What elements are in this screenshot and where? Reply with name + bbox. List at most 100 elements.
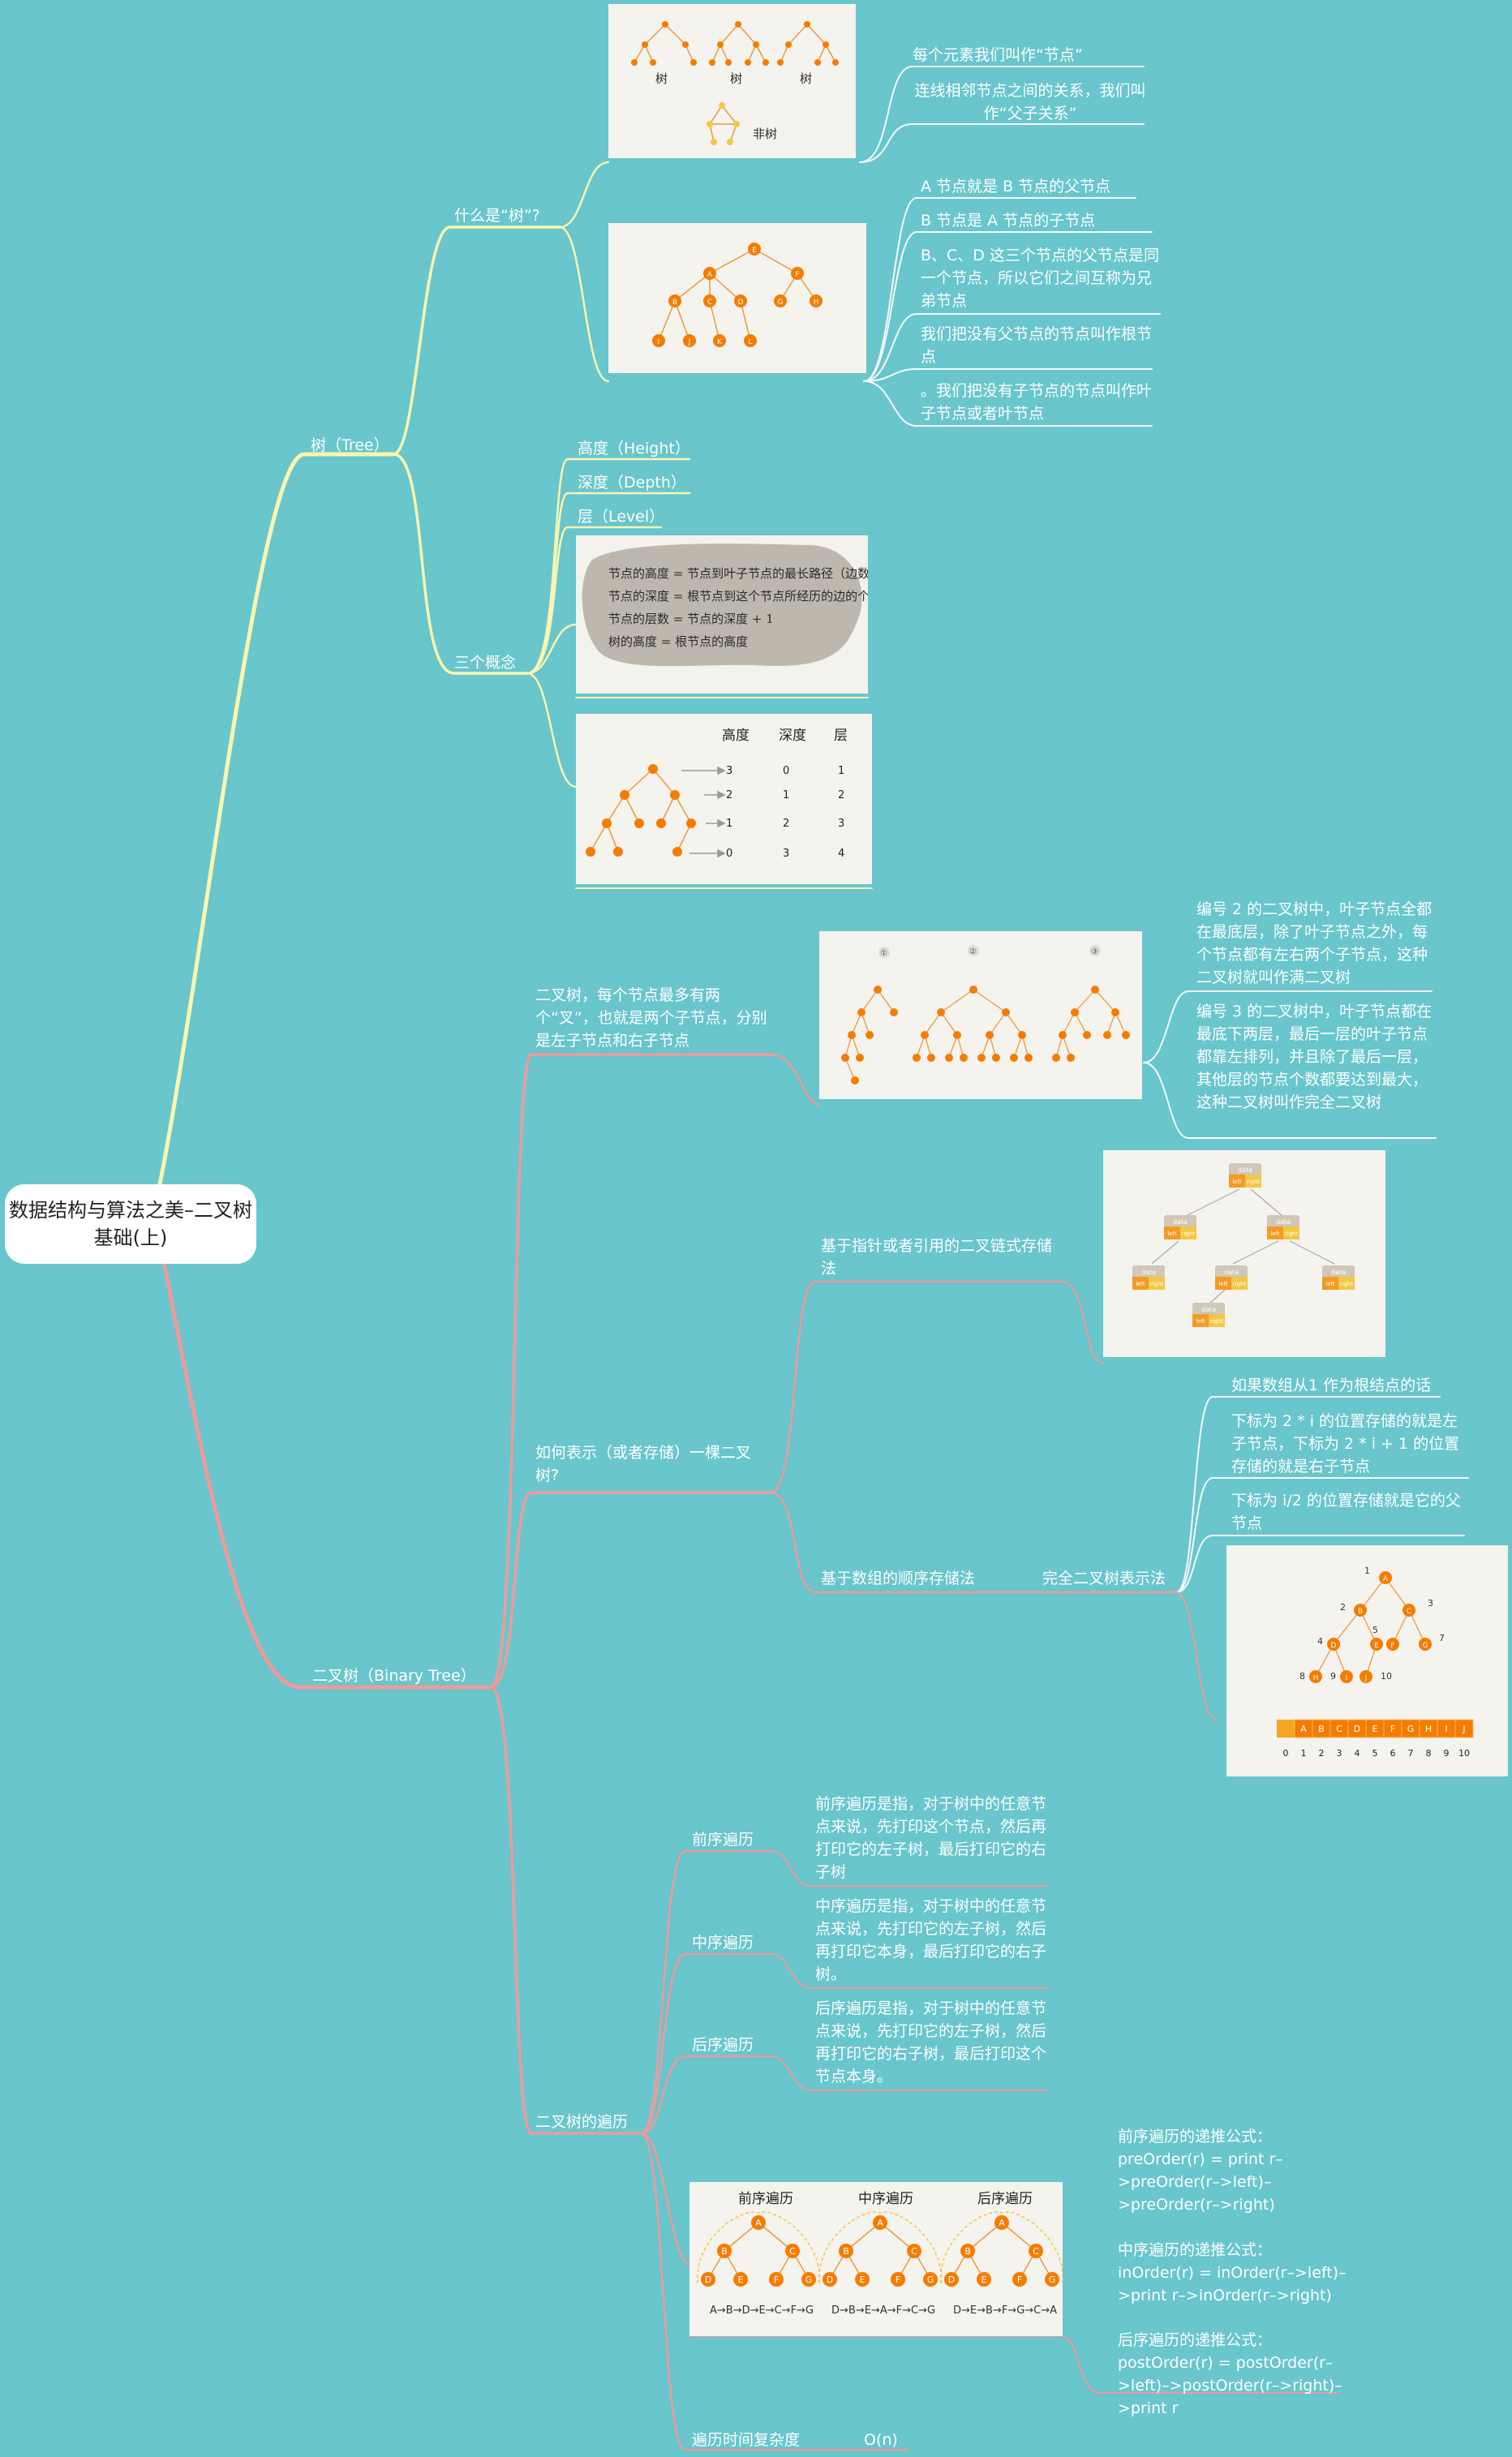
- note-array-parent[interactable]: 下标为 i/2 的位置存储就是它的父节点: [1231, 1492, 1461, 1532]
- node-what-is-tree[interactable]: 什么是“树”?: [454, 207, 540, 225]
- array-index-label: 8: [1426, 1748, 1432, 1759]
- formula-inorder[interactable]: 中序遍历的递推公式： inOrder(r) = inOrder(r–>left)…: [1118, 2241, 1347, 2305]
- traversal-node-G: G: [801, 2272, 816, 2287]
- root-topic[interactable]: 数据结构与算法之美–二叉树基础(上): [5, 1184, 256, 1264]
- svg-text:left: left: [1270, 1231, 1280, 1237]
- complexity-value[interactable]: O(n): [864, 2431, 898, 2449]
- svg-text:H: H: [1313, 1674, 1319, 1682]
- table-cell: 2: [783, 818, 789, 830]
- branch-root-tree: [156, 452, 396, 1195]
- node-tree[interactable]: 树（Tree）: [311, 436, 389, 454]
- table-cell: 3: [783, 848, 789, 860]
- array-index-label: 0: [1283, 1748, 1289, 1759]
- svg-text:F: F: [795, 271, 799, 279]
- node-complete-tree-representation[interactable]: 完全二叉树表示法: [1042, 1570, 1166, 1587]
- array-tree-node-H: H: [1309, 1670, 1322, 1683]
- note-array-root-one[interactable]: 如果数组从1 作为根结点的话: [1231, 1377, 1432, 1394]
- table-cell: 3: [726, 765, 732, 777]
- node-linked-storage[interactable]: 基于指针或者引用的二叉链式存储法: [821, 1237, 1053, 1278]
- svg-text:B: B: [964, 2246, 971, 2257]
- svg-text:left: left: [1325, 1281, 1335, 1287]
- svg-text:B: B: [843, 2246, 849, 2257]
- svg-text:D: D: [705, 2274, 711, 2285]
- table-cell: 2: [838, 789, 844, 801]
- root-title: 数据结构与算法之美–二叉树基础(上): [9, 1199, 252, 1249]
- node-inorder[interactable]: 中序遍历: [692, 1934, 754, 1952]
- desc-preorder[interactable]: 前序遍历是指，对于树中的任意节点来说，先打印这个节点，然后再打印它的左子树，最后…: [815, 1795, 1047, 1881]
- concept-level[interactable]: 层（Level）: [578, 508, 665, 526]
- formula-postorder[interactable]: 后序遍历的递推公式： postOrder(r) = postOrder(r–>l…: [1118, 2331, 1342, 2417]
- node-binary-definition[interactable]: 二叉树，每个节点最多有两个“叉”，也就是两个子节点，分别是左子节点和右子节点: [535, 986, 767, 1050]
- note-array-children[interactable]: 下标为 2 * i 的位置存储的就是左子节点，下标为 2 * i + 1 的位置…: [1231, 1412, 1460, 1475]
- svg-text:F: F: [1390, 1642, 1394, 1650]
- array-index-label: 6: [1390, 1748, 1396, 1759]
- node-binary-tree[interactable]: 二叉树（Binary Tree）: [312, 1667, 476, 1685]
- svg-text:G: G: [1407, 1724, 1415, 1734]
- node-traversal[interactable]: 二叉树的遍历: [535, 2113, 629, 2131]
- array-index-label: 3: [1337, 1748, 1342, 1759]
- traversal-node-C: C: [1029, 2244, 1043, 2258]
- svg-text:right: right: [1285, 1231, 1299, 1237]
- array-tree-node-D: D: [1327, 1638, 1340, 1651]
- svg-text:right: right: [1247, 1179, 1261, 1185]
- note-root[interactable]: 我们把没有父节点的节点叫作根节点: [921, 325, 1153, 366]
- svg-text:data: data: [1276, 1218, 1291, 1226]
- tree-node-A: A: [703, 267, 716, 280]
- svg-text:C: C: [1336, 1724, 1342, 1734]
- traversal-node-D: D: [701, 2272, 715, 2287]
- node-array-storage[interactable]: 基于数组的顺序存储法: [821, 1570, 976, 1587]
- svg-text:C: C: [1033, 2246, 1039, 2257]
- svg-text:I: I: [1346, 1674, 1348, 1682]
- svg-text:D: D: [1354, 1724, 1360, 1734]
- desc-inorder[interactable]: 中序遍历是指，对于树中的任意节点来说，先打印它的左子树，然后再打印它本身，最后打…: [815, 1897, 1047, 1983]
- svg-text:data: data: [1173, 1218, 1188, 1226]
- formula-preorder[interactable]: 前序遍历的递推公式： preOrder(r) = print r–>preOrd…: [1118, 2128, 1283, 2214]
- traversal-node-A: A: [751, 2215, 766, 2230]
- svg-text:C: C: [707, 299, 712, 307]
- array-tree-index: 8: [1299, 1671, 1305, 1682]
- node-traversal-complexity[interactable]: 遍历时间复杂度: [692, 2431, 801, 2449]
- note-complete-binary-tree[interactable]: 编号 3 的二叉树中，叶子节点都在最底下两层，最后一层的叶子节点都靠左排列，并且…: [1196, 1003, 1433, 1111]
- table-cell: 1: [783, 789, 789, 801]
- svg-text:E: E: [752, 247, 757, 255]
- tree-node-J: J: [683, 334, 696, 347]
- traversal-node-A: A: [873, 2215, 887, 2230]
- svg-text:G: G: [1049, 2274, 1056, 2285]
- traversal-node-B: B: [717, 2244, 732, 2258]
- note-parent[interactable]: A 节点就是 B 节点的父节点: [921, 178, 1111, 195]
- node-postorder[interactable]: 后序遍历: [692, 2036, 754, 2054]
- leaf-element-node[interactable]: 每个元素我们叫作“节点”: [913, 46, 1083, 64]
- array-tree-node-A: A: [1379, 1571, 1392, 1584]
- node-storage[interactable]: 如何表示（或者存储）一棵二叉树?: [535, 1444, 752, 1484]
- traversal-fig-title-in: 中序遍历: [858, 2191, 913, 2207]
- caption-non-tree: 非树: [753, 127, 777, 141]
- desc-postorder[interactable]: 后序遍历是指，对于树中的任意节点来说，先打印它的左子树，然后再打印它的右子树，最…: [815, 2000, 1047, 2085]
- traversal-node-F: F: [769, 2272, 784, 2287]
- node-preorder[interactable]: 前序遍历: [692, 1831, 754, 1849]
- concept-height[interactable]: 高度（Height）: [578, 440, 690, 457]
- tree-node-H: H: [810, 294, 823, 307]
- svg-text:left: left: [1196, 1318, 1205, 1325]
- array-tree-node-J: J: [1360, 1670, 1372, 1683]
- fig-number-1: ①: [880, 949, 887, 958]
- svg-text:A: A: [755, 2218, 762, 2228]
- svg-text:G: G: [927, 2274, 934, 2285]
- note-full-binary-tree[interactable]: 编号 2 的二叉树中，叶子节点全都在最底层，除了叶子节点之外，每个节点都有左右两…: [1196, 900, 1433, 986]
- note-child[interactable]: B 节点是 A 节点的子节点: [921, 212, 1096, 230]
- svg-text:right: right: [1210, 1318, 1224, 1325]
- array-index-label: 5: [1372, 1748, 1378, 1759]
- table-cell: 2: [726, 789, 732, 801]
- svg-text:E: E: [738, 2274, 744, 2285]
- leaf-parent-child[interactable]: 连线相邻节点之间的关系，我们叫作“父子关系”: [914, 82, 1146, 122]
- note-leaf[interactable]: 。我们把没有子节点的节点叫作叶子节点或者叶节点: [921, 382, 1153, 423]
- concept-depth[interactable]: 深度（Depth）: [578, 474, 686, 492]
- note-sibling[interactable]: B、C、D 这三个节点的父节点是同一个节点，所以它们之间互称为兄弟节点: [921, 247, 1159, 310]
- node-three-concepts[interactable]: 三个概念: [454, 654, 517, 672]
- table-cell: 1: [726, 818, 732, 830]
- array-index-label: 4: [1355, 1748, 1360, 1759]
- array-cell: J: [1454, 1719, 1474, 1738]
